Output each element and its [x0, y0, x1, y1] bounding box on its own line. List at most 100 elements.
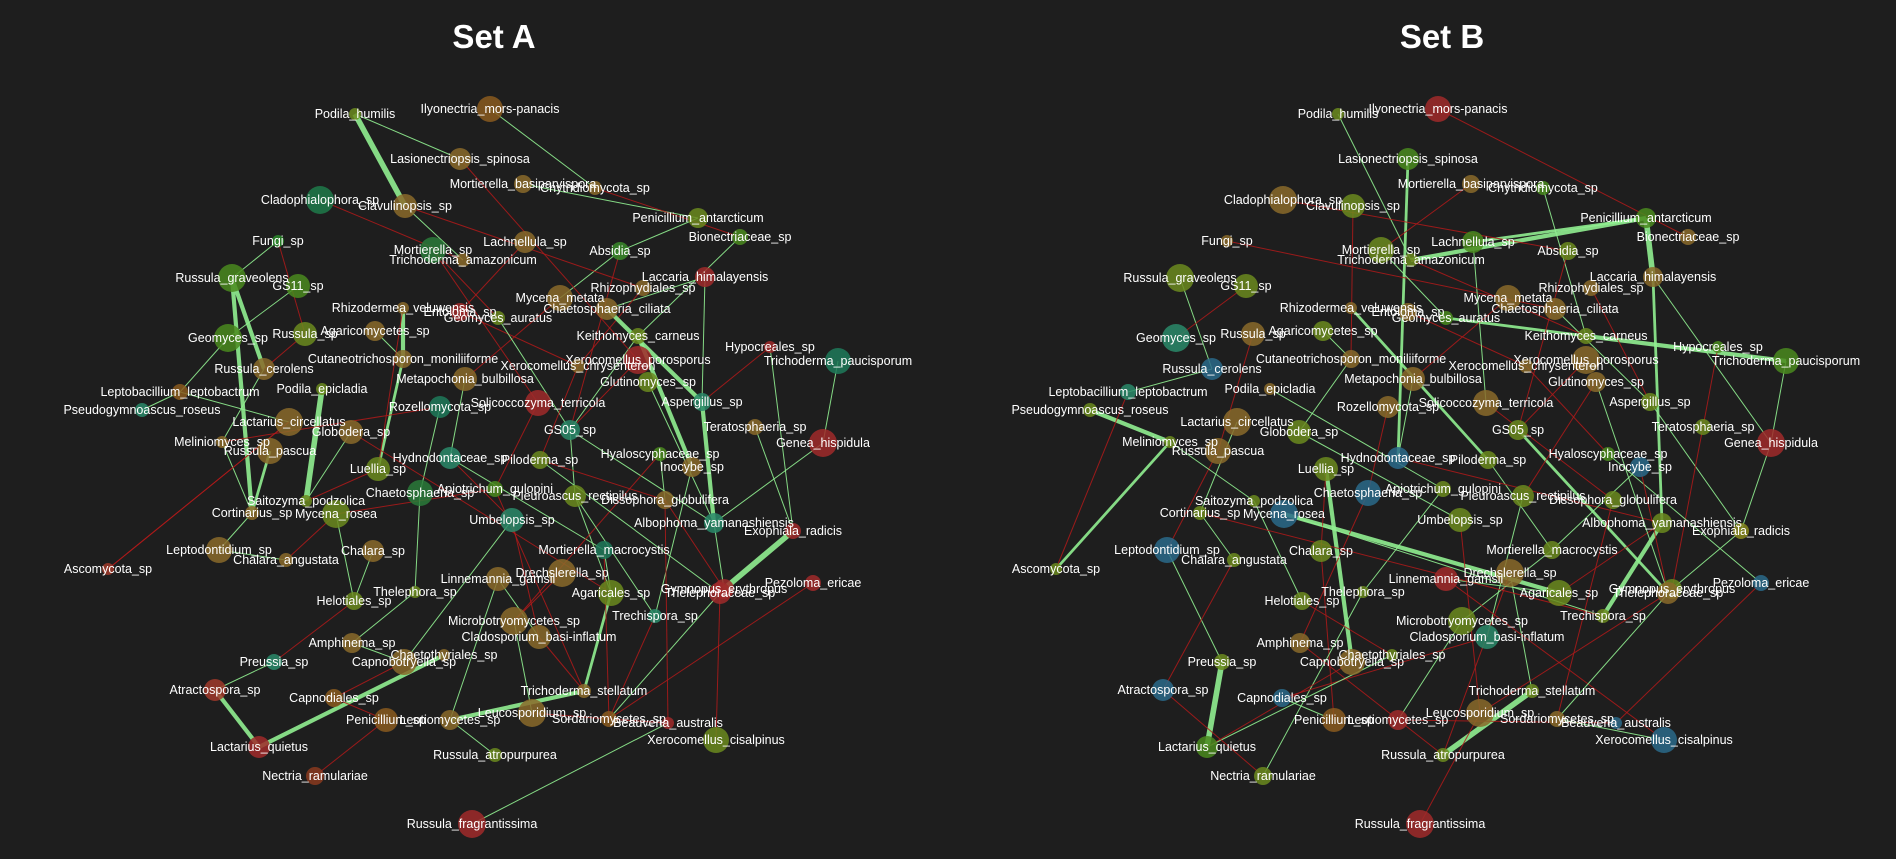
- node-rozellomycota-sp[interactable]: [1377, 396, 1399, 418]
- node-russula-fragrantissima[interactable]: [1406, 810, 1434, 838]
- node-chaetosphaeria-sp[interactable]: [407, 480, 433, 506]
- node-genea-hispidula[interactable]: [1757, 429, 1785, 457]
- node-microbotryomycetes-sp[interactable]: [1448, 607, 1476, 635]
- node-leotiomycetes-sp[interactable]: [1388, 710, 1408, 730]
- node-inocybe-sp[interactable]: [1630, 457, 1650, 477]
- node-mortierella-macrocystis[interactable]: [1543, 541, 1561, 559]
- node-saitozyma-podzolica[interactable]: [300, 495, 312, 507]
- node-cladosporium-basi-inflatum[interactable]: [1475, 625, 1499, 649]
- node-trechispora-sp[interactable]: [1596, 609, 1610, 623]
- node-aspergillus-sp[interactable]: [693, 393, 711, 411]
- node-lasionectriopsis-spinosa[interactable]: [449, 148, 471, 170]
- node-xerocomellus-porosporus[interactable]: [624, 346, 652, 374]
- node-mortierella-basiparvispora[interactable]: [1462, 175, 1480, 193]
- node-pezoloma-ericae[interactable]: [805, 575, 821, 591]
- node-geomyces-sp[interactable]: [1162, 324, 1190, 352]
- node-mortierella-sp[interactable]: [420, 237, 446, 263]
- node-leptodontidium-sp[interactable]: [206, 537, 232, 563]
- node-trichoderma-paucisporum[interactable]: [1773, 348, 1799, 374]
- node-drechslerella-sp[interactable]: [548, 559, 576, 587]
- node-gs05-sp[interactable]: [560, 420, 580, 440]
- node-capnodiales-sp[interactable]: [1273, 689, 1291, 707]
- node-pseudogymnoascus-roseus[interactable]: [135, 403, 149, 417]
- node-entoloma-sp[interactable]: [1399, 303, 1417, 321]
- node-mycena-metata[interactable]: [1495, 285, 1521, 311]
- node-albophoma-yamanashiensis[interactable]: [704, 513, 724, 533]
- node-thelephoraceae-sp[interactable]: [1657, 582, 1679, 604]
- node-sordariomycetes-sp[interactable]: [601, 711, 617, 727]
- node-agaricomycetes-sp[interactable]: [1313, 321, 1333, 341]
- node-rhizodermea-veluwensis[interactable]: [1345, 302, 1357, 314]
- node-helotiales-sp[interactable]: [1293, 592, 1311, 610]
- node-agaricomycetes-sp[interactable]: [365, 321, 385, 341]
- node-solicoccozyma-terricola[interactable]: [525, 390, 551, 416]
- node-glutinomyces-sp[interactable]: [638, 372, 658, 392]
- node-leptobacillium-leptobactrum[interactable]: [1120, 384, 1136, 400]
- node-thelephoraceae-sp[interactable]: [709, 582, 731, 604]
- node-xerocomellus-chrysenteron[interactable]: [571, 359, 585, 373]
- node-chalara-angustata[interactable]: [279, 553, 293, 567]
- node-ilyonectria-mors-panacis[interactable]: [477, 96, 503, 122]
- node-russula-pascua[interactable]: [257, 438, 283, 464]
- node-capnobotryella-sp[interactable]: [391, 649, 417, 675]
- node-dissophora-globulifera[interactable]: [1604, 491, 1622, 509]
- node-agaricales-sp[interactable]: [1546, 580, 1572, 606]
- node-cutaneotrichosporon-moniliiforme[interactable]: [394, 350, 412, 368]
- node-metapochonia-bulbillosa[interactable]: [453, 367, 477, 391]
- node-xerocomellus-cisalpinus[interactable]: [703, 727, 729, 753]
- node-hypocreales-sp[interactable]: [1712, 341, 1724, 353]
- node-umbelopsis-sp[interactable]: [500, 508, 524, 532]
- node-cutaneotrichosporon-moniliiforme[interactable]: [1342, 350, 1360, 368]
- node-ascomycota-sp[interactable]: [102, 563, 114, 575]
- node-clavulinopsis-sp[interactable]: [1341, 194, 1365, 218]
- node-lactarius-quietus[interactable]: [1196, 736, 1218, 758]
- node-hyaloscyphaceae-sp[interactable]: [653, 447, 667, 461]
- node-mortierella-sp[interactable]: [1368, 237, 1394, 263]
- node-russula-fragrantissima[interactable]: [458, 810, 486, 838]
- node-xerocomellus-chrysenteron[interactable]: [1519, 359, 1533, 373]
- node-meliniomyces-sp[interactable]: [216, 436, 228, 448]
- node-hyaloscyphaceae-sp[interactable]: [1601, 447, 1615, 461]
- node-laccaria-himalayensis[interactable]: [1643, 267, 1663, 287]
- node-chaetothyriales-sp[interactable]: [1386, 649, 1398, 661]
- node-aspergillus-sp[interactable]: [1641, 393, 1659, 411]
- node-leucosporidium-sp[interactable]: [1466, 699, 1494, 727]
- node-exophiala-radicis[interactable]: [785, 523, 801, 539]
- node-umbelopsis-sp[interactable]: [1448, 508, 1472, 532]
- node-bionectriaceae-sp[interactable]: [1680, 229, 1696, 245]
- node-rhizophydiales-sp[interactable]: [635, 280, 651, 296]
- node-linnemannia-gamsii[interactable]: [1434, 567, 1458, 591]
- node-trechispora-sp[interactable]: [648, 609, 662, 623]
- node-penicillium-sp[interactable]: [374, 708, 398, 732]
- node-lactarius-circellatus[interactable]: [1223, 408, 1251, 436]
- node-russula-cerolens[interactable]: [1201, 358, 1223, 380]
- node-keithomyces-carneus[interactable]: [630, 328, 646, 344]
- node-amphinema-sp[interactable]: [342, 633, 362, 653]
- node-russula-graveolens[interactable]: [1166, 264, 1194, 292]
- node-rhizophydiales-sp[interactable]: [1583, 280, 1599, 296]
- node-penicillium-antarcticum[interactable]: [1636, 208, 1656, 228]
- node-penicillium-antarcticum[interactable]: [688, 208, 708, 228]
- node-podila-epicladia[interactable]: [316, 383, 328, 395]
- node-hydnodontaceae-sp[interactable]: [439, 447, 461, 469]
- node-mycena-metata[interactable]: [547, 285, 573, 311]
- node-preussia-sp[interactable]: [266, 654, 282, 670]
- node-dissophora-globulifera[interactable]: [656, 491, 674, 509]
- node-beauveria-australis[interactable]: [1610, 717, 1622, 729]
- node-cladophialophora-sp[interactable]: [306, 186, 334, 214]
- node-apiotrichum-gulopini[interactable]: [1435, 481, 1451, 497]
- node-mortierella-basiparvispora[interactable]: [514, 175, 532, 193]
- node-ilyonectria-mors-panacis[interactable]: [1425, 96, 1451, 122]
- node-agaricales-sp[interactable]: [598, 580, 624, 606]
- node-linnemannia-gamsii[interactable]: [486, 567, 510, 591]
- node-teratosphaeria-sp[interactable]: [747, 419, 763, 435]
- node-bionectriaceae-sp[interactable]: [732, 229, 748, 245]
- node-leptobacillium-leptobactrum[interactable]: [172, 384, 188, 400]
- node-apiotrichum-gulopini[interactable]: [487, 481, 503, 497]
- node-clavulinopsis-sp[interactable]: [393, 194, 417, 218]
- node-cortinarius-sp[interactable]: [245, 506, 259, 520]
- node-leotiomycetes-sp[interactable]: [440, 710, 460, 730]
- node-genea-hispidula[interactable]: [809, 429, 837, 457]
- node-ascomycota-sp[interactable]: [1050, 563, 1062, 575]
- node-chaetothyriales-sp[interactable]: [438, 649, 450, 661]
